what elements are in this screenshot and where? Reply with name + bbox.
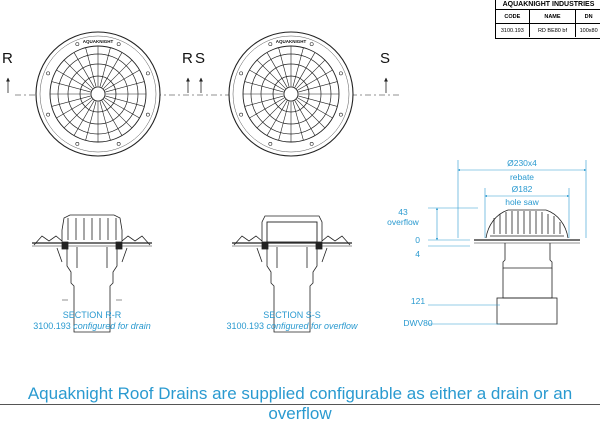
elevation-drawing <box>474 209 580 325</box>
diameter-symbol: Ø <box>507 158 514 168</box>
hole-value: 182 <box>518 184 532 194</box>
section-r-r-drawing <box>32 214 152 333</box>
diameter-symbol: Ø <box>512 184 519 194</box>
section-s-s-title: SECTION S-S <box>263 310 321 320</box>
plan-brand-text: AQUAKNIGHT <box>276 39 307 44</box>
hole-label: hole saw <box>505 197 539 207</box>
title-block-value-code: 3100.193 <box>496 24 530 37</box>
height-value: 121 <box>411 296 425 306</box>
rebate-value: 230x4 <box>514 158 537 168</box>
four-value: 4 <box>415 249 420 259</box>
svg-text:Ø182: Ø182 <box>512 184 533 194</box>
rebate-label: rebate <box>510 172 534 182</box>
section-r-r-config: configured for drain <box>73 321 151 331</box>
title-block-headers: CODE NAME DN <box>496 10 600 24</box>
overflow-value: 43 <box>398 207 408 217</box>
section-r-r-note: 3100.193 configured for drain <box>33 321 151 331</box>
title-block: AQUAKNIGHT INDUSTRIES CODE NAME DN 3100.… <box>495 0 600 39</box>
title-block-company: AQUAKNIGHT INDUSTRIES <box>496 0 600 10</box>
dimension-hole: Ø182 hole saw <box>505 184 539 207</box>
section-marker-s-left: S <box>195 50 205 93</box>
section-letter-r-right: R <box>182 50 193 67</box>
title-block-value-name: RD BE80 bf <box>530 24 577 37</box>
title-block-value-dn: 100x80 <box>579 27 598 34</box>
section-letter-s-right: S <box>380 50 390 67</box>
section-s-s-note: 3100.193 configured for overflow <box>226 321 358 331</box>
section-r-r-title: SECTION R-R <box>63 310 122 320</box>
section-marker-r-left: R <box>2 50 13 93</box>
title-block-header-code: CODE <box>496 10 530 23</box>
overflow-label: overflow <box>387 217 420 227</box>
svg-text:Ø230x4: Ø230x4 <box>507 158 537 168</box>
dimension-rebate: Ø230x4 rebate <box>507 158 537 182</box>
bottom-rule <box>0 404 600 405</box>
dimension-lines <box>428 160 587 325</box>
section-marker-s-right: S <box>380 50 390 93</box>
outlet-value: DWV80 <box>403 318 433 328</box>
drawing-sheet: R R S S AQUAKNIGHT AQUAKNIGHT <box>2 31 587 333</box>
plan-brand-text: AQUAKNIGHT <box>83 39 114 44</box>
section-letter-r-left: R <box>2 50 13 67</box>
zero-value: 0 <box>415 235 420 245</box>
plan-view-overflow: AQUAKNIGHT <box>228 31 354 157</box>
title-block-header-name: NAME <box>530 10 577 23</box>
section-letter-s-left: S <box>195 50 205 67</box>
title-block-values: 3100.193 RD BE80 bf 100x80 <box>496 24 600 37</box>
title-block-header-dn: DN <box>584 13 593 20</box>
section-marker-r-right: R <box>182 50 193 93</box>
section-r-r-code: 3100.193 <box>33 321 71 331</box>
plan-view-drain: AQUAKNIGHT <box>35 31 161 157</box>
section-s-s-drawing <box>232 215 352 333</box>
section-s-s-config: configured for overflow <box>267 321 359 331</box>
section-s-s-code: 3100.193 <box>226 321 264 331</box>
